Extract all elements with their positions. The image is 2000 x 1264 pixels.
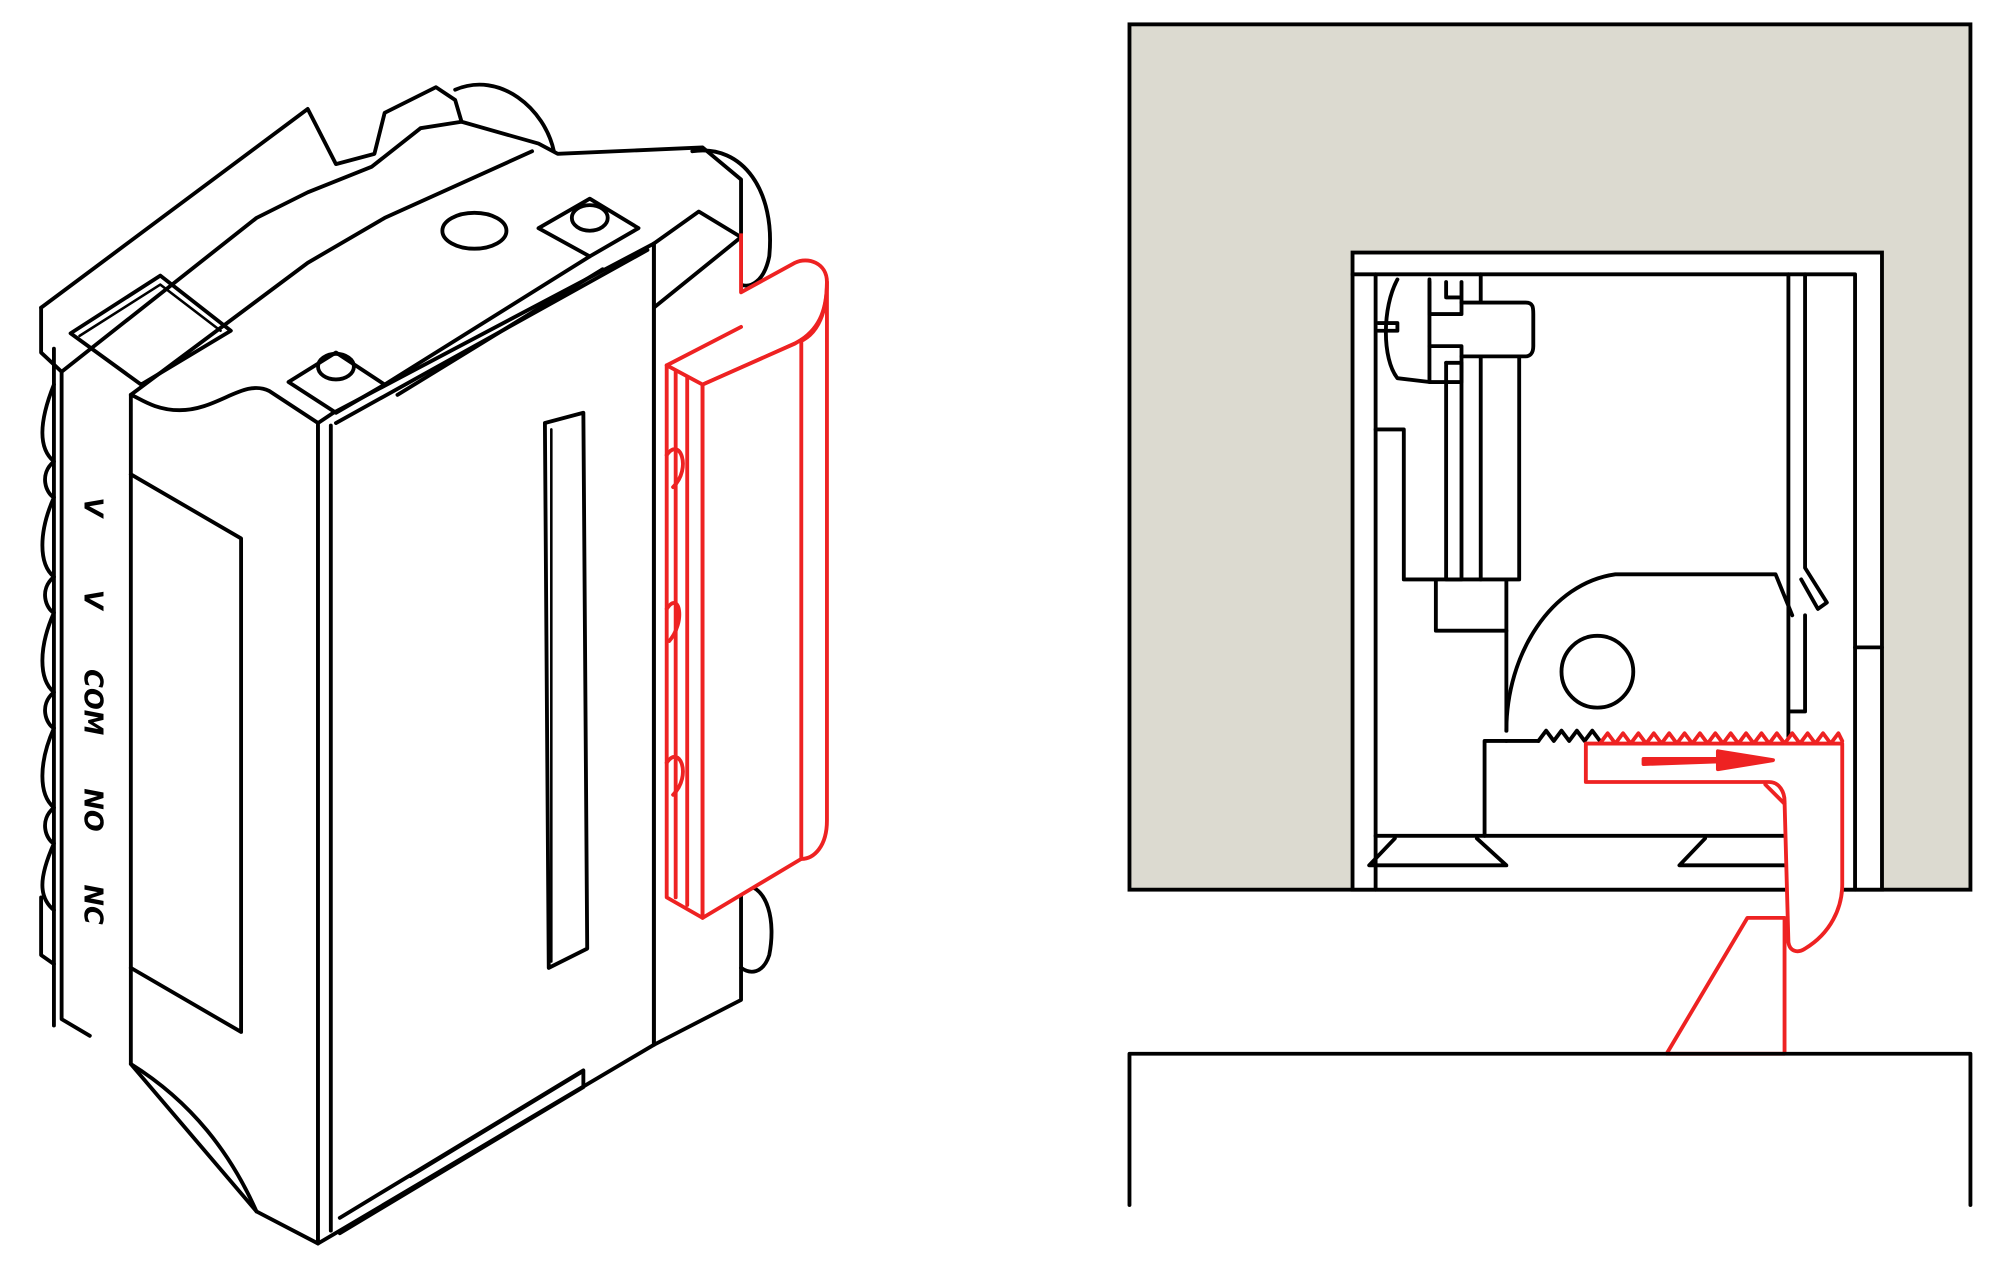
terminal-label-com: COM (78, 669, 108, 735)
terminal-label-v1: V (78, 497, 108, 519)
surface (1127, 1051, 1973, 1207)
isometric-device: V V COM NO NC (39, 82, 774, 1246)
cross-section (1127, 22, 1973, 1207)
terminal-label-no: NO (78, 788, 108, 831)
handle-highlight (664, 233, 829, 920)
terminal-label-v2: V (78, 590, 108, 612)
direction-arrow-icon (1641, 749, 1775, 772)
latch-slider-highlight (1583, 731, 1845, 1056)
terminal-label-nc: NC (78, 885, 108, 925)
